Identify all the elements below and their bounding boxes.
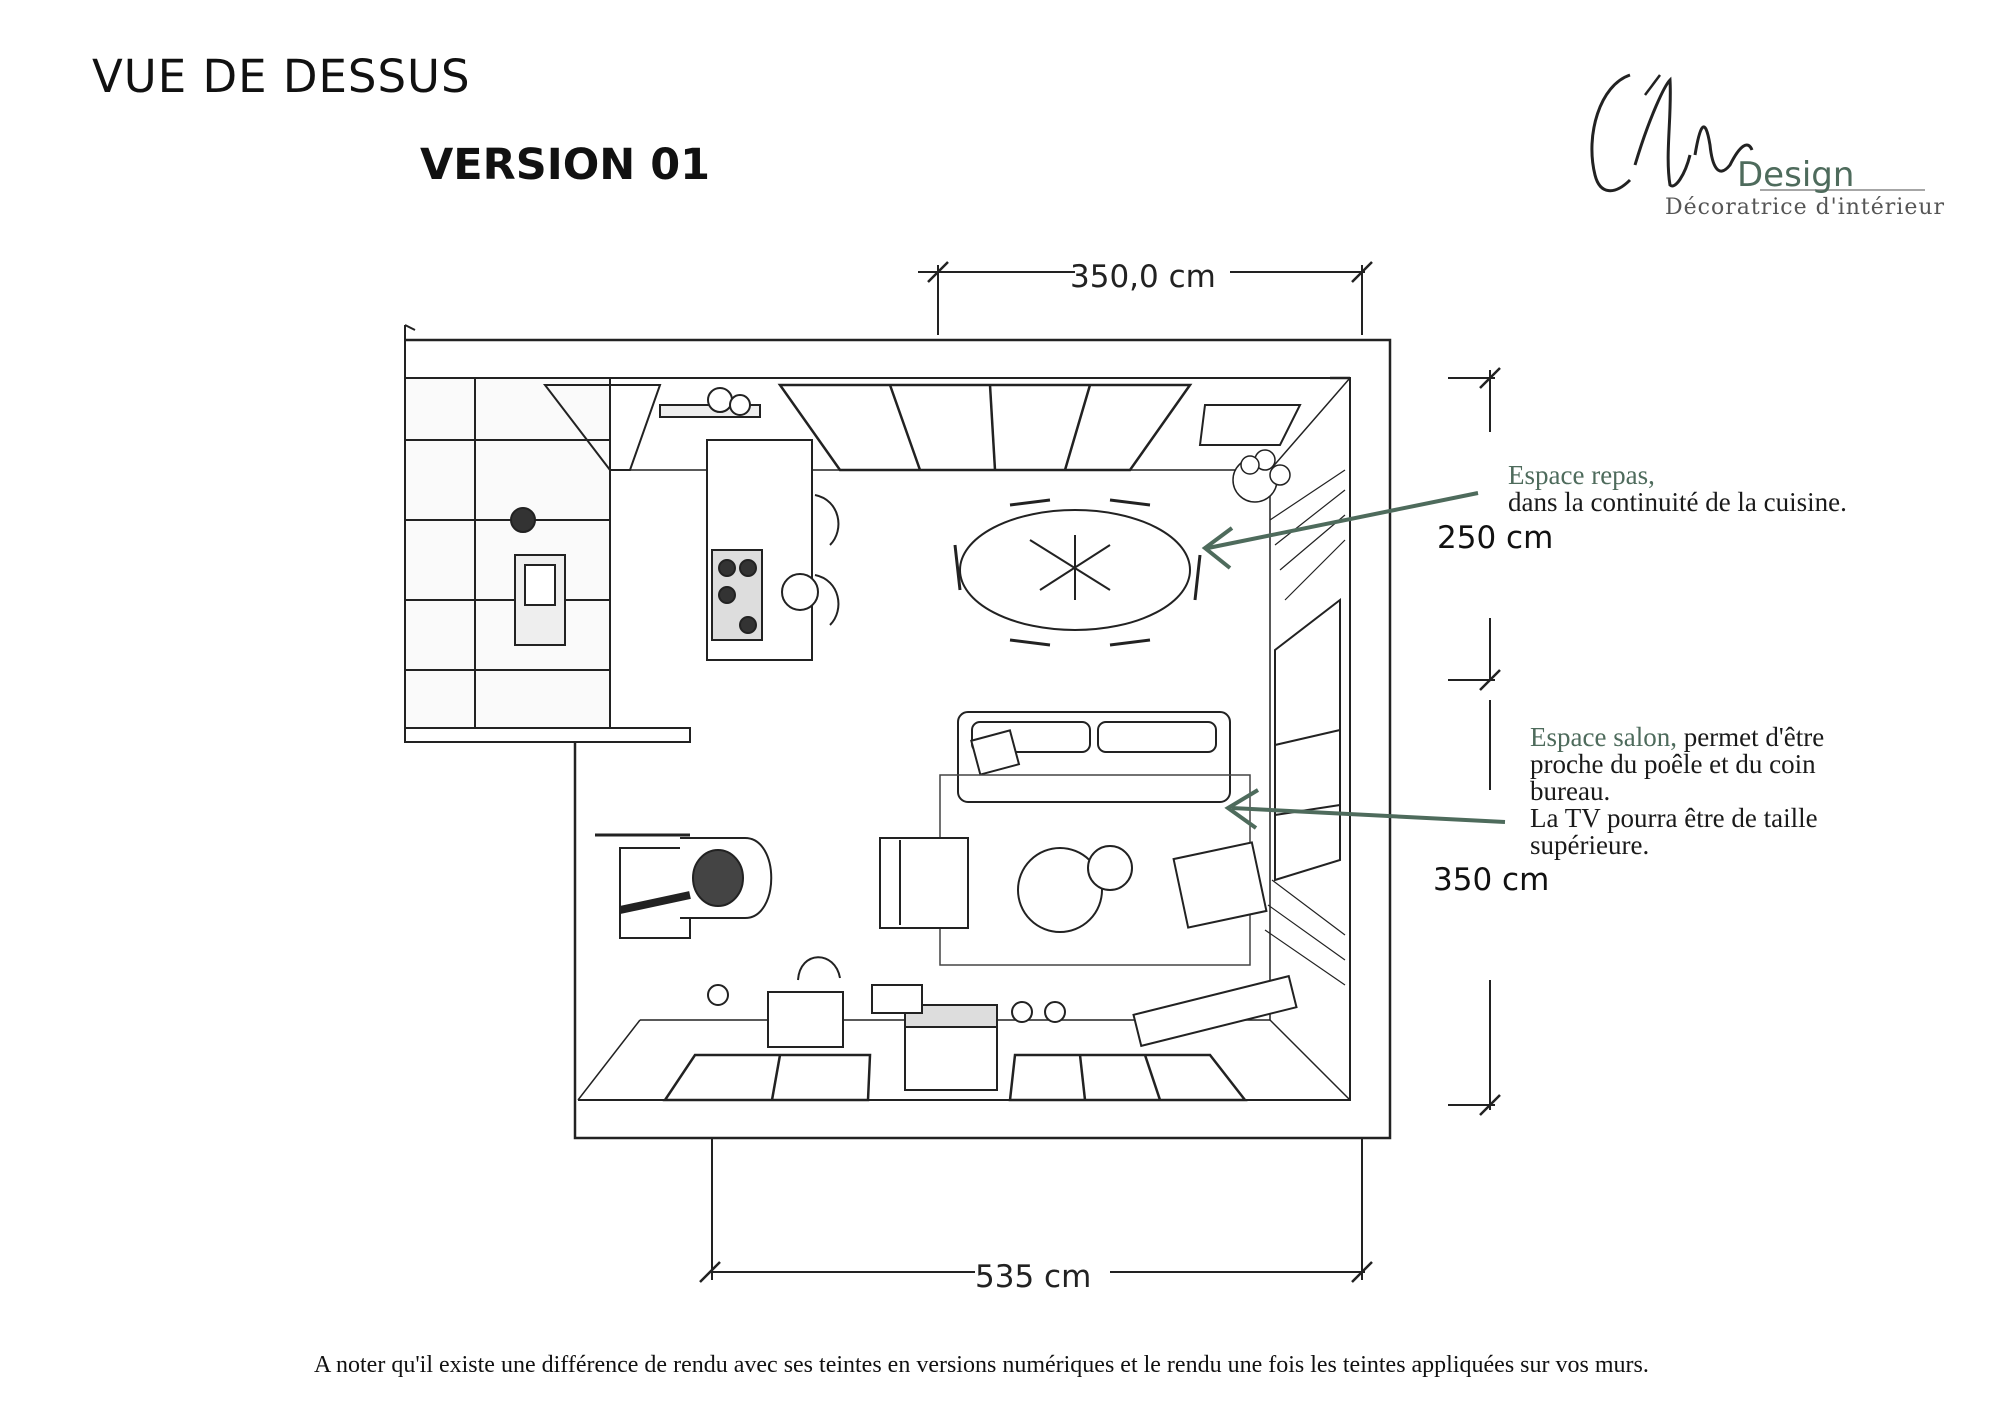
dim-bottom-label: 535 cm: [975, 1259, 1091, 1295]
living-annotation-line3: bureau.: [1530, 776, 1611, 806]
plant: [1232, 449, 1291, 503]
inner-wall: [475, 377, 1351, 1101]
celine-design-logo: [1590, 73, 1925, 193]
bottom-windows: [662, 1053, 1248, 1102]
stove: [619, 837, 773, 939]
page-title: VUE DE DESSUS: [92, 50, 471, 103]
dining-annotation-line2: dans la continuité de la cuisine.: [1508, 487, 1847, 517]
logo-brand: Design: [1737, 155, 1855, 195]
version-title: VERSION 01: [420, 140, 711, 190]
desk-area: [767, 956, 998, 1091]
dining-annotation: Espace repas, dans la continuité de la c…: [1508, 462, 1847, 516]
footer-note: A noter qu'il existe une différence de r…: [314, 1352, 1649, 1378]
kitchen-cabinets: [404, 377, 611, 741]
coffee-tables: [1017, 845, 1133, 933]
logo-tagline: Décoratrice d'intérieur: [1665, 195, 1946, 220]
annotation-arrows: [1201, 491, 1506, 830]
dining-annotation-accent: Espace repas,: [1508, 460, 1655, 490]
dining-table: [953, 498, 1202, 647]
living-annotation: Espace salon, permet d'être proche du po…: [1530, 724, 1824, 859]
tv-unit: [707, 974, 1298, 1048]
armchairs: [879, 837, 1268, 929]
living-annotation-line1: permet d'être: [1676, 722, 1825, 752]
sofa: [957, 711, 1231, 803]
dimension-lines: [699, 261, 1501, 1283]
right-window: [1264, 469, 1346, 986]
top-window: [777, 383, 1193, 472]
kitchen-island: [659, 387, 840, 661]
living-annotation-accent: Espace salon,: [1530, 722, 1677, 752]
living-annotation-line2: proche du poêle et du coin: [1530, 749, 1816, 779]
living-annotation-line5: supérieure.: [1530, 830, 1650, 860]
dim-right-upper-label: 250 cm: [1437, 520, 1554, 556]
living-annotation-line4: La TV pourra être de taille: [1530, 803, 1818, 833]
dim-right-lower-label: 350 cm: [1433, 862, 1550, 898]
dim-top-label: 350,0 cm: [1070, 259, 1216, 295]
